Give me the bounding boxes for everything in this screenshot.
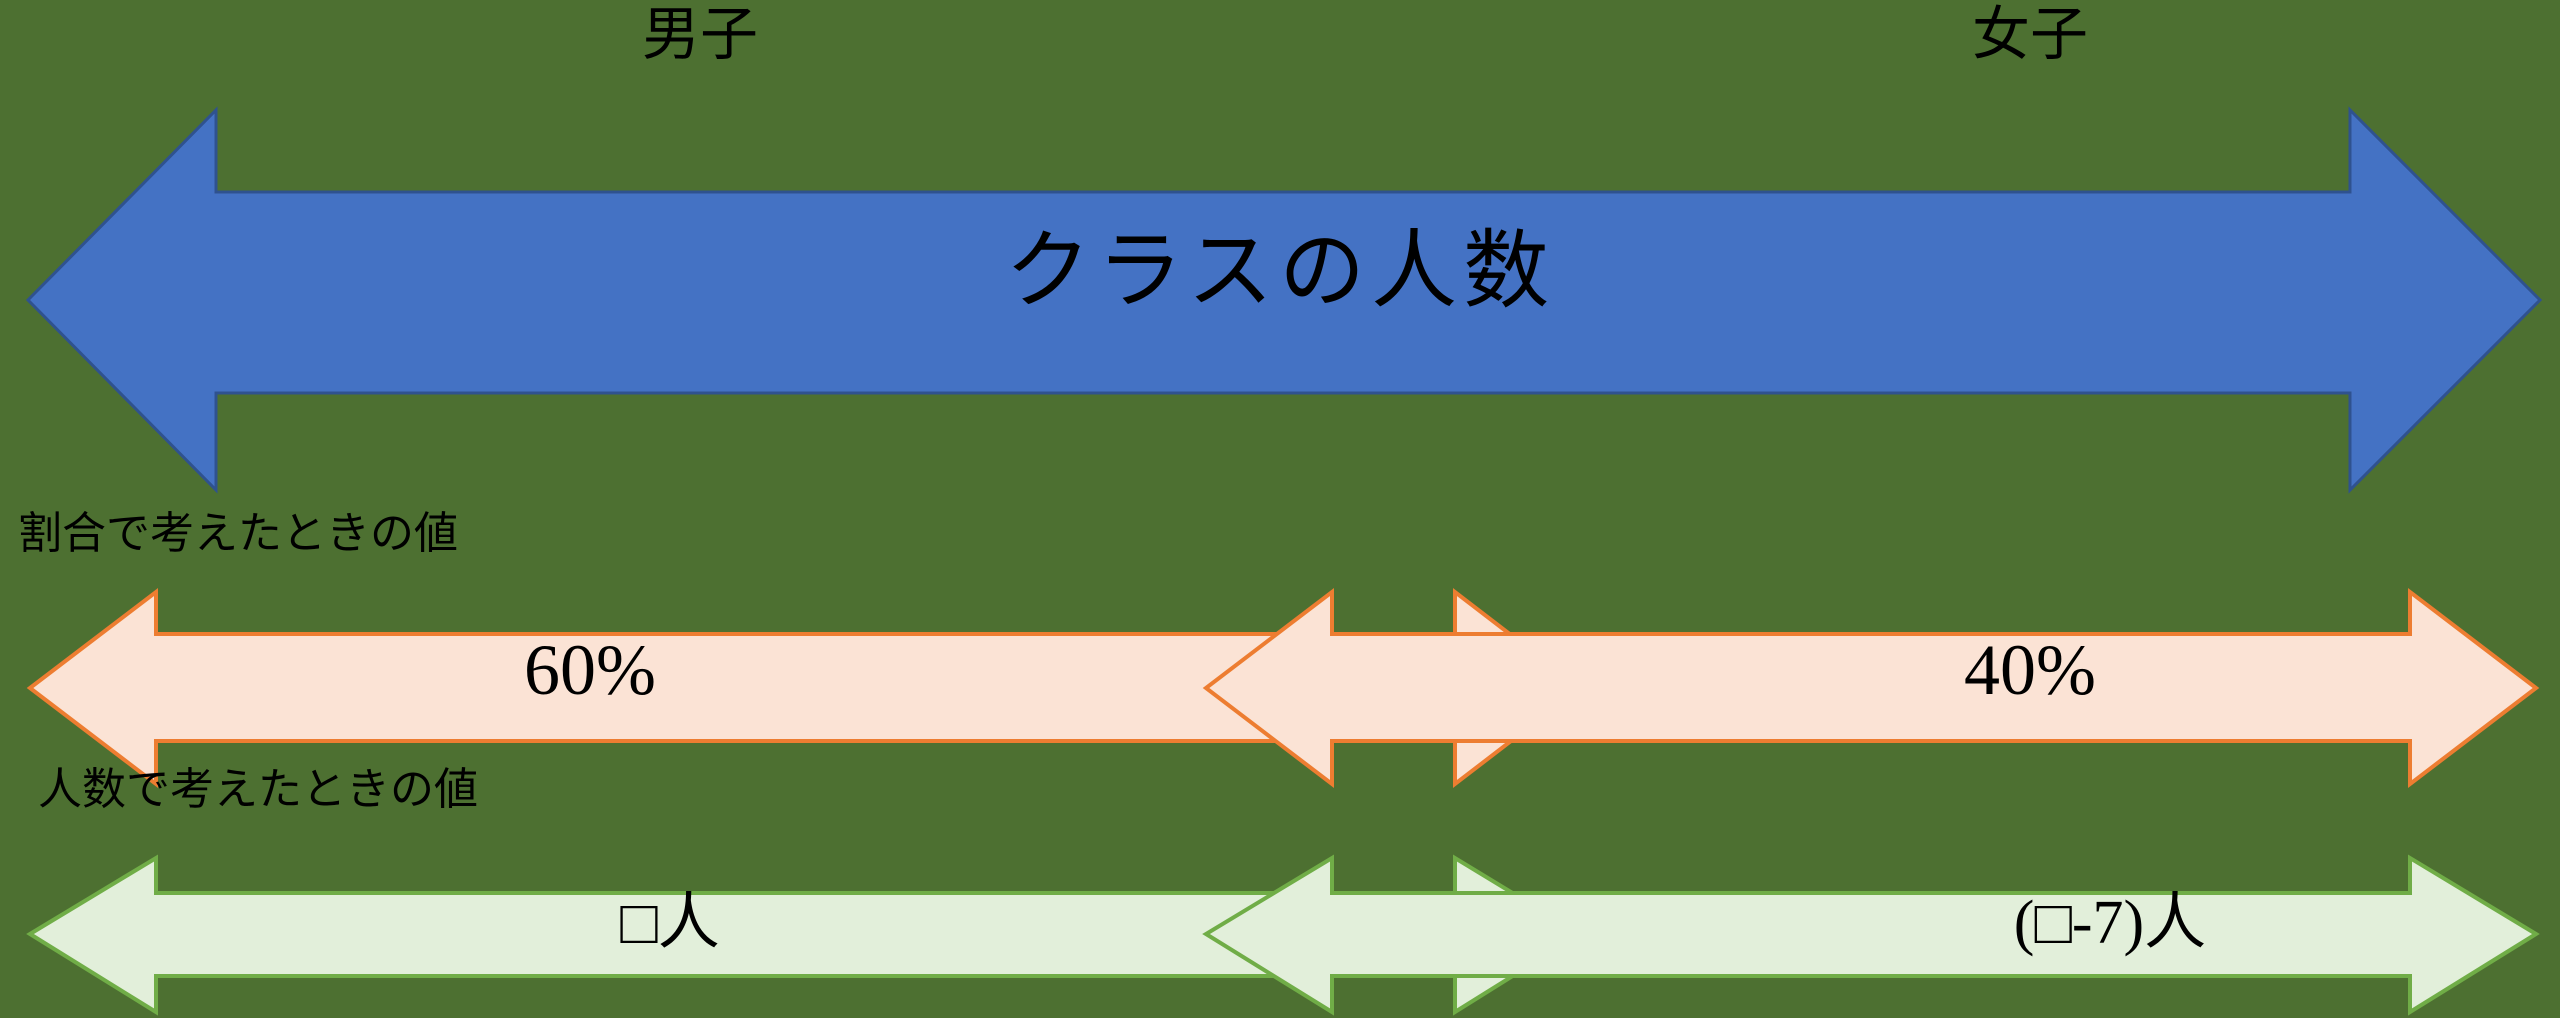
ratio-left-label: 60% bbox=[524, 630, 656, 710]
caption-ratio-row: 割合で考えたときの値 bbox=[18, 509, 458, 558]
total-double-arrow bbox=[25, 106, 2543, 494]
people-left-label: □人 bbox=[620, 889, 720, 957]
total-arrow-label: クラスの人数 bbox=[1004, 223, 1556, 319]
caption-people-row: 人数で考えたときの値 bbox=[38, 765, 478, 814]
header-label-boys: 男子 bbox=[641, 2, 758, 67]
people-right-label: (□-7)人 bbox=[2013, 889, 2207, 957]
header-label-girls: 女子 bbox=[1971, 2, 2088, 67]
ratio-right-label: 40% bbox=[1964, 630, 2096, 710]
people-right-arrow bbox=[1202, 854, 2540, 1016]
ratio-right-arrow bbox=[1202, 587, 2540, 789]
